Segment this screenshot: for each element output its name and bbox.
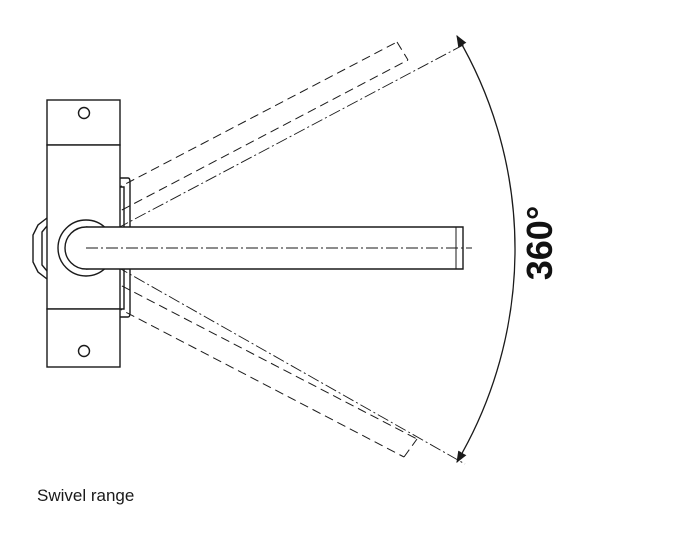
mounting-plate [46,99,121,368]
screw-hole-top [77,106,91,120]
swivel-position-lower [88,272,418,458]
screw-hole-bottom [77,344,91,358]
diagram-caption: Swivel range [37,486,135,505]
spout [86,226,472,270]
swivel-angle-label: 360° [519,205,560,281]
swivel-position-upper [88,41,409,224]
swivel-angle-arc [456,34,516,464]
centre-lines [81,43,466,465]
